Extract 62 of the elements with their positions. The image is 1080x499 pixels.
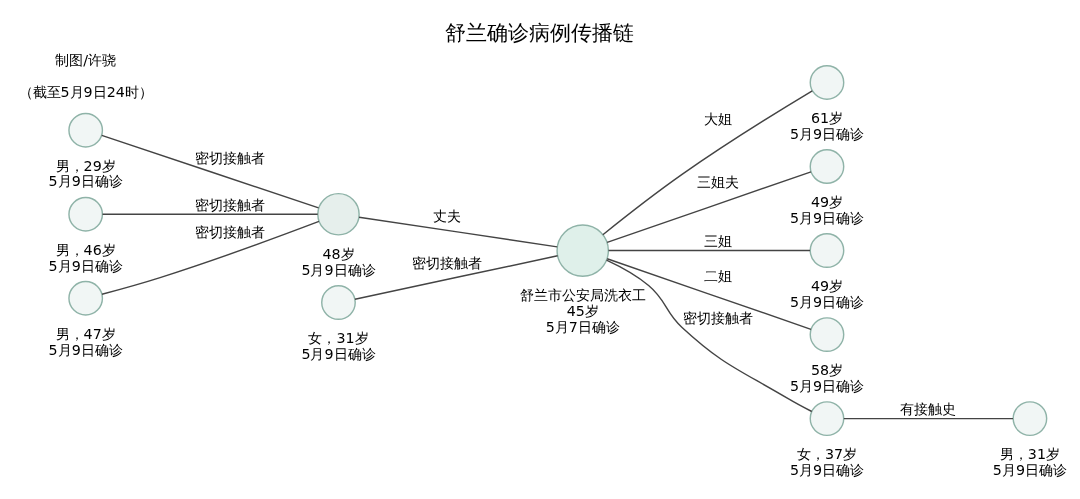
node-label: 男，46岁 (55, 241, 116, 258)
node-circle (68, 280, 104, 316)
node-circle (321, 285, 356, 320)
label: 制图/许骁 (55, 52, 117, 69)
node-circle (556, 224, 610, 277)
connector (358, 216, 558, 248)
connector (101, 213, 319, 215)
node-label: 5月9日确诊 (789, 461, 865, 478)
node-label: 5月9日确诊 (789, 293, 865, 310)
node-label: 男，29岁 (55, 157, 116, 174)
node-label: 61岁 (810, 110, 844, 127)
node-circle (809, 149, 845, 184)
node-circle (809, 65, 845, 100)
node-label: 女，37岁 (796, 446, 858, 463)
node-label: 5月9日确诊 (789, 377, 865, 394)
edge-label: 三姐夫 (697, 174, 740, 191)
node-label: 男，47岁 (55, 325, 116, 342)
node-label: 5月9日确诊 (301, 345, 376, 362)
node-circle (809, 317, 845, 353)
node-label: 女，31岁 (308, 330, 369, 347)
node-label: 49岁 (810, 194, 844, 211)
diagram-title: 舒兰确诊病例传播链 (445, 19, 635, 45)
connector (607, 249, 811, 252)
node-circle (809, 233, 845, 268)
node-circle (68, 196, 104, 232)
node-label: 5月7日确诊 (545, 318, 620, 335)
edge-label: 丈夫 (433, 208, 462, 225)
edge-label: 密切接触者 (194, 224, 265, 241)
connector (605, 259, 813, 413)
node-label: 45岁 (566, 303, 599, 320)
label: （截至5月9日24时） (18, 84, 153, 101)
node-circle (68, 112, 104, 148)
node-circle (809, 401, 845, 437)
node-label: 舒兰市公安局洗衣工 (519, 287, 646, 304)
node-label: 58岁 (810, 362, 844, 379)
node-label: 5月9日确诊 (789, 125, 865, 142)
node-label: 5月9日确诊 (48, 257, 123, 274)
connector (354, 255, 559, 300)
edge-label: 密切接触者 (194, 196, 265, 213)
node-circle (317, 192, 360, 236)
node-label: 男，31岁 (999, 446, 1060, 463)
edge-label: 二姐 (704, 268, 733, 285)
node-label: 5月9日确诊 (301, 261, 376, 278)
edge-label: 三姐 (704, 233, 733, 250)
node-circle (1012, 401, 1048, 437)
node-label: 49岁 (810, 278, 844, 295)
connector (602, 90, 813, 236)
node-label: 5月9日确诊 (48, 173, 123, 190)
connector (843, 417, 1014, 420)
node-label: 5月9日确诊 (48, 341, 123, 358)
connector (101, 220, 320, 295)
connector (101, 134, 320, 209)
edge-label: 大姐 (704, 110, 733, 127)
connector (606, 258, 812, 330)
edge-label: 有接触史 (900, 401, 957, 418)
edge-label: 密切接触者 (412, 254, 483, 271)
node-label: 5月9日确诊 (789, 209, 865, 226)
edge-label: 密切接触者 (194, 149, 265, 166)
connector (606, 171, 812, 244)
edge-label: 密切接触者 (683, 310, 754, 327)
node-label: 48岁 (322, 246, 355, 263)
node-label: 5月9日确诊 (992, 461, 1067, 478)
